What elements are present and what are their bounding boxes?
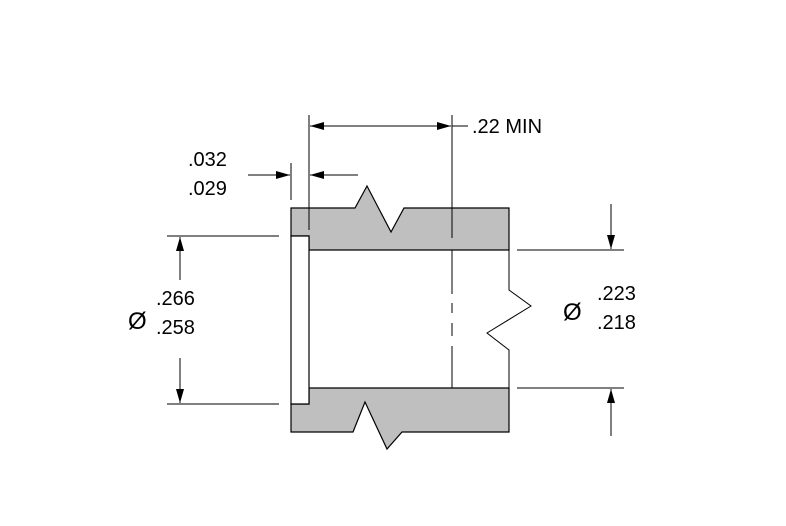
id-lower-tolerance: .218 [597,312,636,334]
flange-upper-tolerance: .032 [188,149,227,171]
od-upper-tolerance: .266 [156,288,195,310]
bottom-wall-section [290,387,510,451]
bore-break-line [486,250,532,388]
flange [290,235,310,405]
length-label: .22 MIN [472,116,542,138]
od-lower-tolerance: .258 [156,317,195,339]
id-upper-tolerance: .223 [597,283,636,305]
id-diameter-symbol: Ø [563,299,582,326]
top-wall-section [290,184,510,251]
od-diameter-symbol: Ø [128,308,147,335]
flange-lower-tolerance: .029 [188,178,227,200]
